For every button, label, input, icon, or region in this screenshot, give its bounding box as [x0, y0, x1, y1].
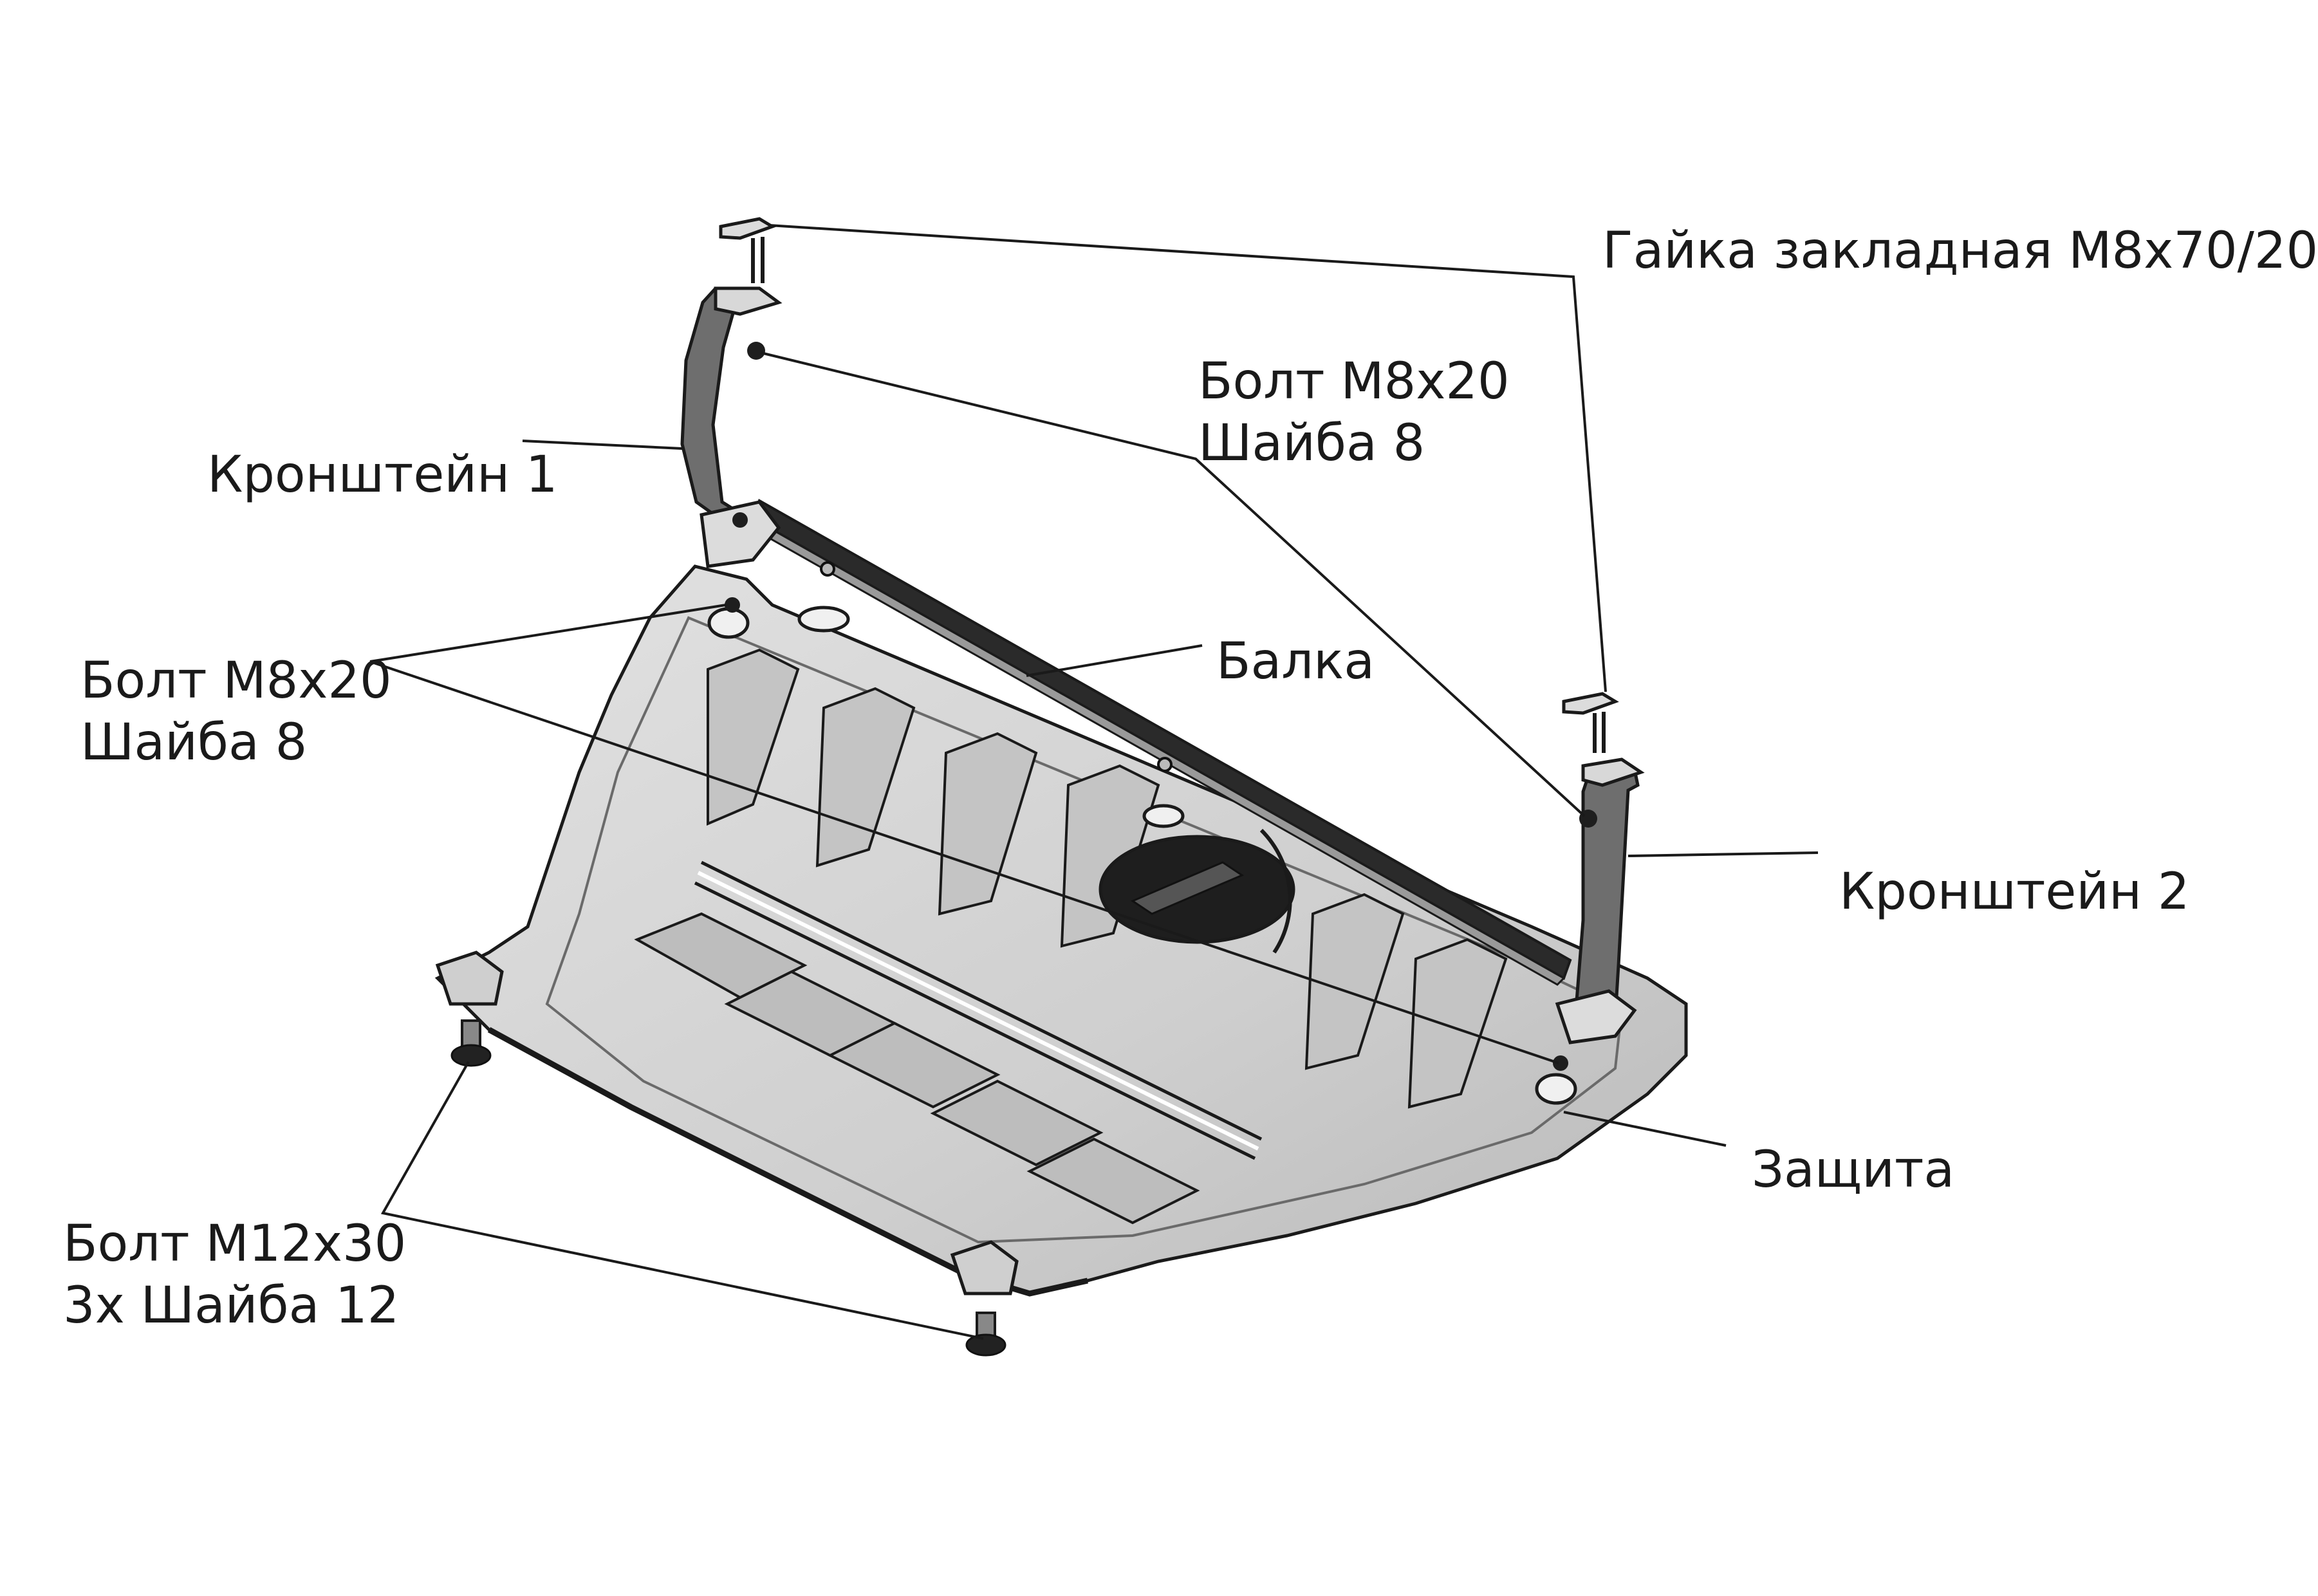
- embedded-nut-top: [719, 217, 776, 283]
- bracket-1: [680, 286, 783, 613]
- label-bolt-m12: Болт M12x30 3x Шайба 12: [63, 1213, 406, 1337]
- leader-lines: [369, 224, 1819, 1340]
- label-bolt-m8-left-line2: Шайба 8: [80, 714, 308, 772]
- label-bolt-m8-top-line2: Шайба 8: [1198, 414, 1425, 472]
- label-bolt-m12-line2: 3x Шайба 12: [63, 1277, 400, 1335]
- exploded-view-drawing: [369, 217, 1819, 1357]
- assembly-diagram: Гайка закладная M8x70/20 Болт M8x20 Шайб…: [63, 217, 2318, 1357]
- label-bolt-m8-top: Болт M8x20 Шайба 8: [1198, 351, 1510, 474]
- label-shield-text: Защита: [1752, 1141, 1955, 1199]
- label-beam: Балка: [1216, 631, 1375, 692]
- label-beam-text: Балка: [1216, 633, 1375, 691]
- label-shield: Защита: [1752, 1139, 1954, 1201]
- skid-plate: [434, 564, 1688, 1297]
- label-bolt-m8-left-line1: Болт M8x20: [80, 652, 392, 710]
- label-bolt-m12-line1: Болт M12x30: [63, 1215, 407, 1273]
- label-bracket-2-text: Кронштейн 2: [1839, 863, 2190, 921]
- label-bracket-1-text: Кронштейн 1: [207, 446, 558, 504]
- label-bracket-2: Кронштейн 2: [1839, 861, 2190, 923]
- label-bracket-1: Кронштейн 1: [207, 444, 558, 506]
- bolt-m12-left: [450, 1019, 492, 1067]
- label-bolt-m8-left: Болт M8x20 Шайба 8: [80, 650, 392, 774]
- label-embedded-nut-text: Гайка закладная M8x70/20: [1602, 222, 2318, 280]
- bracket-2: [1553, 757, 1645, 1071]
- label-embedded-nut: Гайка закладная M8x70/20: [1602, 220, 2318, 282]
- embedded-nut-right: [1562, 692, 1619, 753]
- bolt-m12-right: [965, 1312, 1006, 1357]
- label-bolt-m8-top-line1: Болт M8x20: [1198, 353, 1510, 411]
